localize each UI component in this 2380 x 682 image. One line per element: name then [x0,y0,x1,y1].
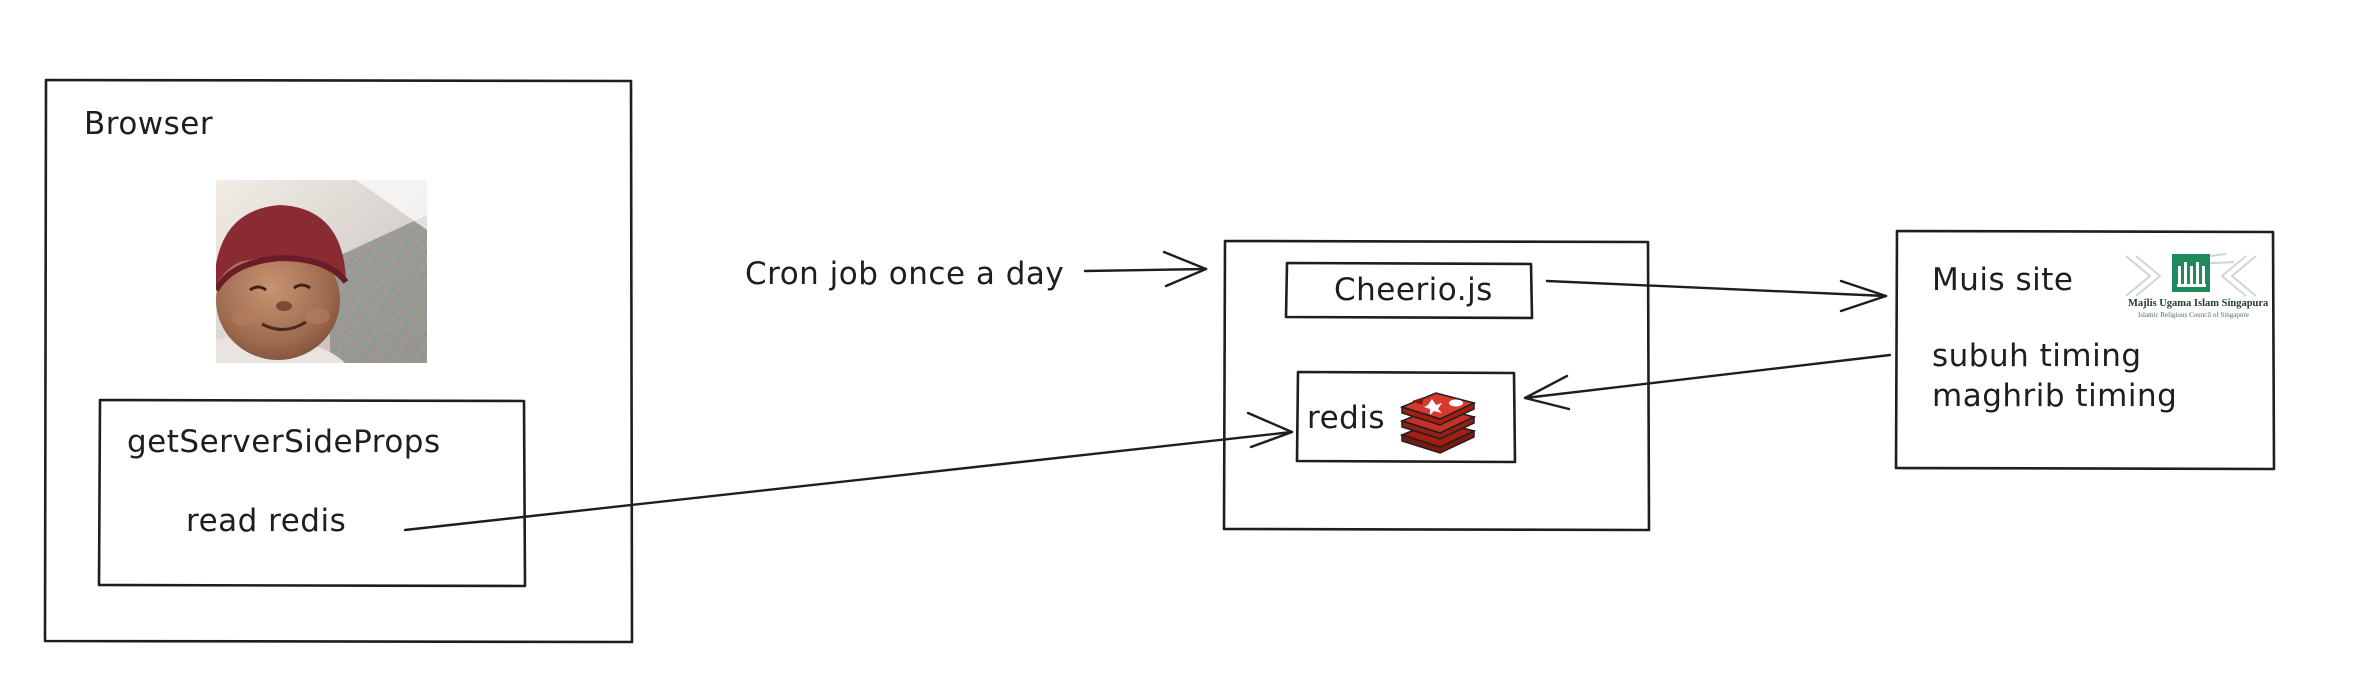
cheerio-label: Cheerio.js [1334,272,1493,308]
muis-site-title: Muis site [1932,262,2074,298]
maghrib-timing: maghrib timing [1932,378,2178,414]
server-side-props-title: getServerSideProps [127,424,441,460]
server-side-props-box [97,398,527,588]
muis-logo-tagline: Islamic Religious Council of Singapore [2138,311,2249,319]
redis-box [1295,370,1517,464]
redis-logo-icon [1399,392,1477,454]
browser-title: Browser [84,106,214,142]
subuh-timing: subuh timing [1932,338,2142,374]
cron-label: Cron job once a day [745,256,1065,292]
read-redis-label: read redis [186,503,347,539]
muis-logo-icon [2125,253,2257,297]
read-arrow [403,411,1294,532]
cheerio-box [1284,261,1534,320]
store-arrow [1523,353,1892,411]
muis-site-box [1894,229,2276,471]
muis-logo-name: Majlis Ugama Islam Singapura [2128,298,2269,309]
browser-box [43,78,634,644]
scrape-arrow [1545,279,1888,313]
baby-face-photo [216,180,427,363]
redis-label: redis [1307,400,1386,436]
server-box [1222,239,1651,532]
cron-arrow [1083,250,1208,288]
